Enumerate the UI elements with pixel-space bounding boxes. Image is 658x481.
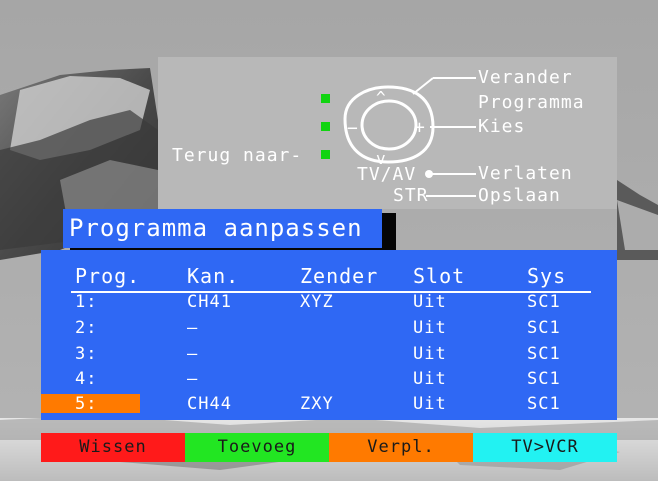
red-key-wissen[interactable]: Wissen xyxy=(41,433,185,462)
page-title: Programma aanpassen xyxy=(63,209,382,248)
minus-icon: − xyxy=(347,118,359,139)
help-verlaten-label: Verlaten xyxy=(478,163,573,184)
row-slot: Uit xyxy=(413,369,447,389)
remote-control-icon xyxy=(343,77,476,197)
selected-row-highlight xyxy=(41,394,140,413)
help-kies-label: Kies xyxy=(478,116,526,137)
orange-key-verplaats[interactable]: Verpl. xyxy=(329,433,473,462)
row-prog: 2: xyxy=(75,318,98,338)
column-header-sys: Sys xyxy=(527,264,567,288)
row-slot: Uit xyxy=(413,292,447,312)
indicator-green-icon xyxy=(321,122,330,131)
down-arrow-icon: v xyxy=(376,149,387,168)
row-kan: – xyxy=(187,344,199,364)
row-prog: 1: xyxy=(75,292,98,312)
column-header-prog: Prog. xyxy=(75,264,141,288)
remote-help-panel: ^ v − + Terug naar- Verander Programma K… xyxy=(158,57,617,209)
row-sys: SC1 xyxy=(527,344,561,364)
help-programma-label: Programma xyxy=(478,92,585,113)
color-key-bar: Wissen Toevoeg Verpl. TV>VCR xyxy=(41,433,617,462)
indicator-green-icon xyxy=(321,94,330,103)
row-slot: Uit xyxy=(413,394,447,414)
column-header-zender: Zender xyxy=(300,264,379,288)
column-header-slot: Slot xyxy=(413,264,466,288)
help-verander-label: Verander xyxy=(478,67,573,88)
plus-icon: + xyxy=(414,117,426,138)
row-sys: SC1 xyxy=(527,394,561,414)
row-sys: SC1 xyxy=(527,292,561,312)
help-tvav-label: TV/AV xyxy=(357,164,417,185)
program-table: Prog. Kan. Zender Slot Sys 1: CH41 XYZ U… xyxy=(41,250,617,420)
row-kan: – xyxy=(187,318,199,338)
row-zender: XYZ xyxy=(300,292,334,312)
row-prog: 3: xyxy=(75,344,98,364)
up-arrow-icon: ^ xyxy=(376,88,387,107)
help-str-label: STR xyxy=(393,185,429,206)
row-slot: Uit xyxy=(413,344,447,364)
row-zender: ZXY xyxy=(300,394,334,414)
help-terug-label: Terug naar- xyxy=(172,145,303,166)
header-divider xyxy=(71,291,591,293)
row-sys: SC1 xyxy=(527,369,561,389)
row-kan: – xyxy=(187,369,199,389)
column-header-kan: Kan. xyxy=(187,264,240,288)
indicator-green-icon xyxy=(321,150,330,159)
row-kan: CH41 xyxy=(187,292,232,312)
green-key-toevoeg[interactable]: Toevoeg xyxy=(185,433,329,462)
row-slot: Uit xyxy=(413,318,447,338)
row-prog: 5: xyxy=(75,394,98,414)
row-sys: SC1 xyxy=(527,318,561,338)
cyan-key-tv-vcr[interactable]: TV>VCR xyxy=(473,433,617,462)
row-prog: 4: xyxy=(75,369,98,389)
row-kan: CH44 xyxy=(187,394,232,414)
help-opslaan-label: Opslaan xyxy=(478,185,561,206)
